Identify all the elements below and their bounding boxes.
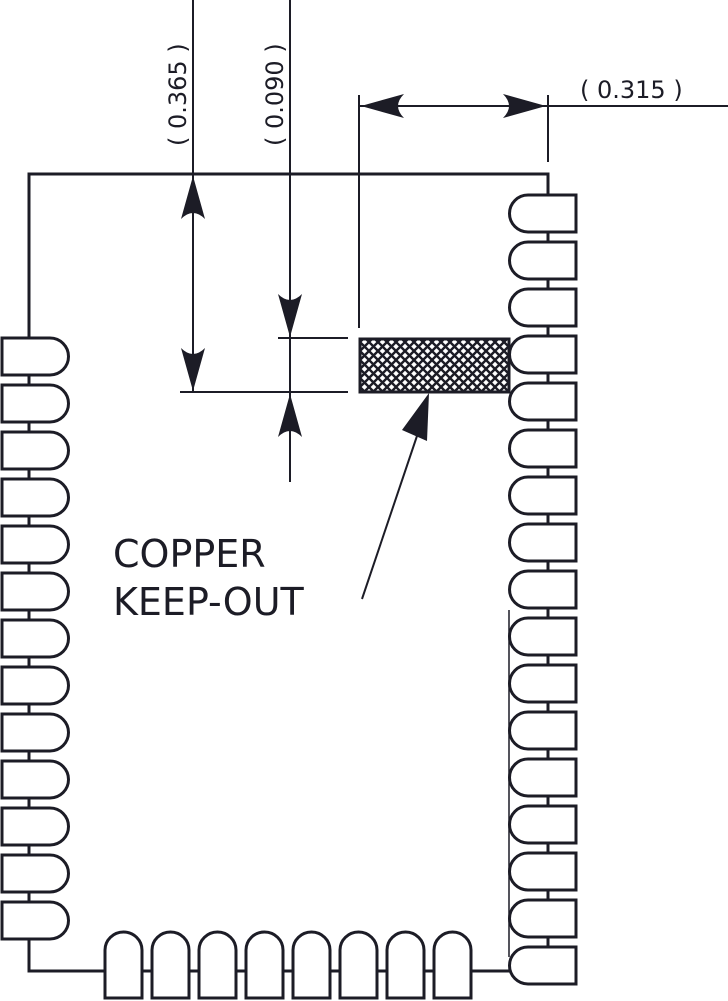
left-pad-column (0, 336, 70, 941)
arrow-up-icon (278, 394, 302, 437)
left-pad (0, 430, 70, 471)
right-pad (508, 381, 578, 422)
dim-0365-label: ( 0.365 ) (164, 43, 192, 146)
left-pad (0, 900, 70, 941)
left-pad (0, 336, 70, 377)
right-pad (508, 428, 578, 469)
bottom-pad (338, 930, 379, 1000)
bottom-pad-row (103, 930, 473, 1000)
right-pad (508, 804, 578, 845)
right-pad (508, 851, 578, 892)
left-pad (0, 853, 70, 894)
right-pad (508, 240, 578, 281)
right-pad (508, 334, 578, 375)
bottom-pad (244, 930, 285, 1000)
arrow-right-icon (503, 94, 546, 118)
bottom-pad (432, 930, 473, 1000)
bottom-pad (385, 930, 426, 1000)
left-pad (0, 524, 70, 565)
left-pad (0, 712, 70, 753)
module-outline (27, 172, 550, 973)
right-pad (508, 945, 578, 986)
callout-label-line2: KEEP-OUT (113, 580, 305, 624)
arrow-left-icon (361, 94, 404, 118)
dim-0315-label: ( 0.315 ) (580, 76, 683, 104)
right-pad (508, 193, 578, 234)
arrow-head-icon (402, 393, 429, 441)
arrow-up-icon (181, 176, 205, 219)
arrow-down-icon (181, 348, 205, 391)
bottom-pad (197, 930, 238, 1000)
right-pad (508, 287, 578, 328)
right-pad-column (508, 193, 578, 986)
right-pad (508, 569, 578, 610)
dim-0090-label: ( 0.090 ) (261, 43, 289, 146)
left-pad (0, 759, 70, 800)
bottom-pad (103, 930, 144, 1000)
left-pad (0, 618, 70, 659)
left-pad (0, 571, 70, 612)
left-pad (0, 383, 70, 424)
callout-label-line1: COPPER (113, 532, 266, 576)
left-pad (0, 477, 70, 518)
right-pad (508, 898, 578, 939)
right-pad (508, 522, 578, 563)
left-pad (0, 806, 70, 847)
left-pad (0, 665, 70, 706)
right-pad (508, 663, 578, 704)
bottom-pad (150, 930, 191, 1000)
bottom-pad (291, 930, 332, 1000)
right-pad (508, 616, 578, 657)
arrow-down-icon (278, 294, 302, 337)
right-pad (508, 475, 578, 516)
right-pad (508, 757, 578, 798)
callout-leader-arrow (361, 429, 420, 600)
copper-keepout-area (358, 337, 511, 394)
right-pad (508, 710, 578, 751)
